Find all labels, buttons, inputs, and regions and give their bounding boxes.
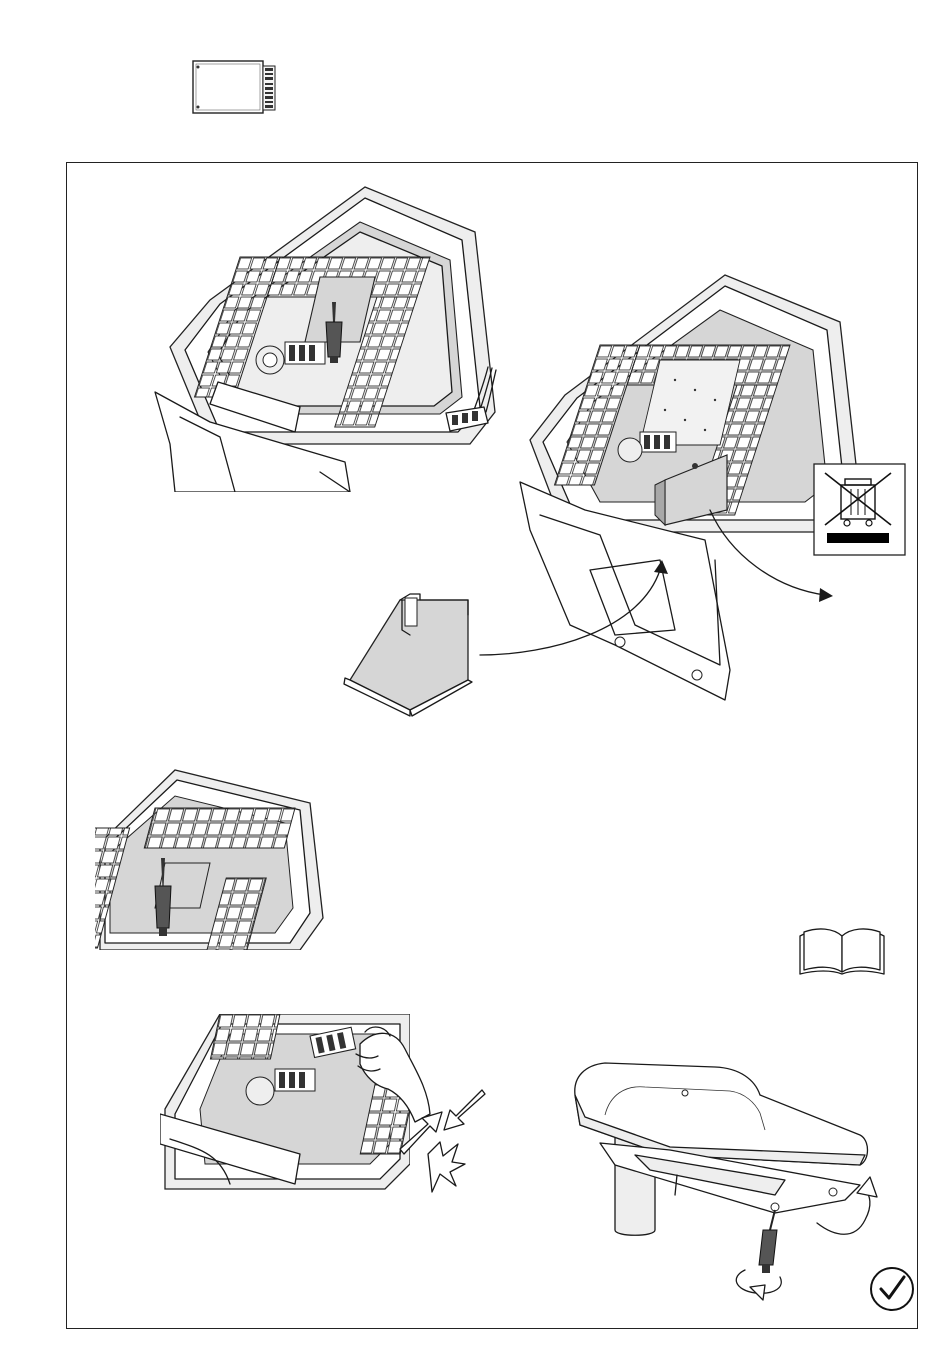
module-tray-icon [344,594,472,716]
step-open-housing [150,182,510,492]
step-connect-terminal [440,365,510,440]
step-click-connector [160,1014,500,1199]
step-close-housing [565,1055,885,1305]
step-fix-screws [95,768,325,950]
read-manual [798,922,888,977]
checkmark-icon [871,1268,913,1310]
new-module-tray [340,560,680,720]
screwdriver-icon [759,1210,777,1273]
weee-disposal-box [813,463,907,557]
done-checkmark [868,1265,916,1313]
open-book-icon [800,929,884,974]
wire-connector-icon [446,367,496,431]
led-module-thumbnail [190,58,282,116]
